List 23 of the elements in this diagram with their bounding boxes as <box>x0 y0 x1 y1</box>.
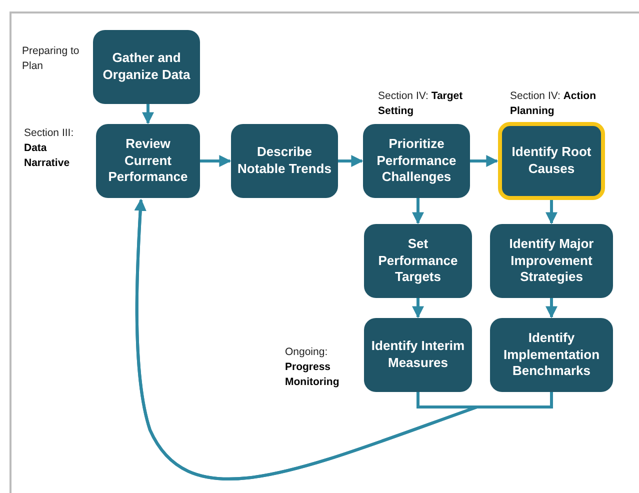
process-box: Identify Major Improvement Strategies <box>490 224 613 298</box>
section-label: Section IV: Target Setting <box>378 89 464 120</box>
process-box: Identify Interim Measures <box>364 318 472 392</box>
section-label: Section III: Data Narrative <box>24 126 75 172</box>
process-box: Describe Notable Trends <box>231 124 338 198</box>
section-label: Ongoing: Progress Monitoring <box>285 345 340 390</box>
process-box: Gather and Organize Data <box>93 30 200 104</box>
arrow <box>142 104 154 124</box>
arrow <box>338 155 364 167</box>
arrow <box>470 155 498 167</box>
process-box: Prioritize Performance Challenges <box>363 124 470 198</box>
arrow <box>546 298 558 318</box>
process-box: Set Performance Targets <box>364 224 472 298</box>
arrow <box>412 298 424 318</box>
highlighted-process-box: Identify Root Causes <box>498 122 605 200</box>
arrow <box>546 200 558 224</box>
arrow <box>200 155 232 167</box>
process-box: Identify Implementation Benchmarks <box>490 318 613 392</box>
section-label: Section IV: Action Planning <box>510 89 597 120</box>
arrow <box>134 198 553 480</box>
arrow <box>412 198 424 224</box>
process-box: Review Current Performance <box>96 124 200 198</box>
section-label: Preparing to Plan <box>22 44 80 74</box>
